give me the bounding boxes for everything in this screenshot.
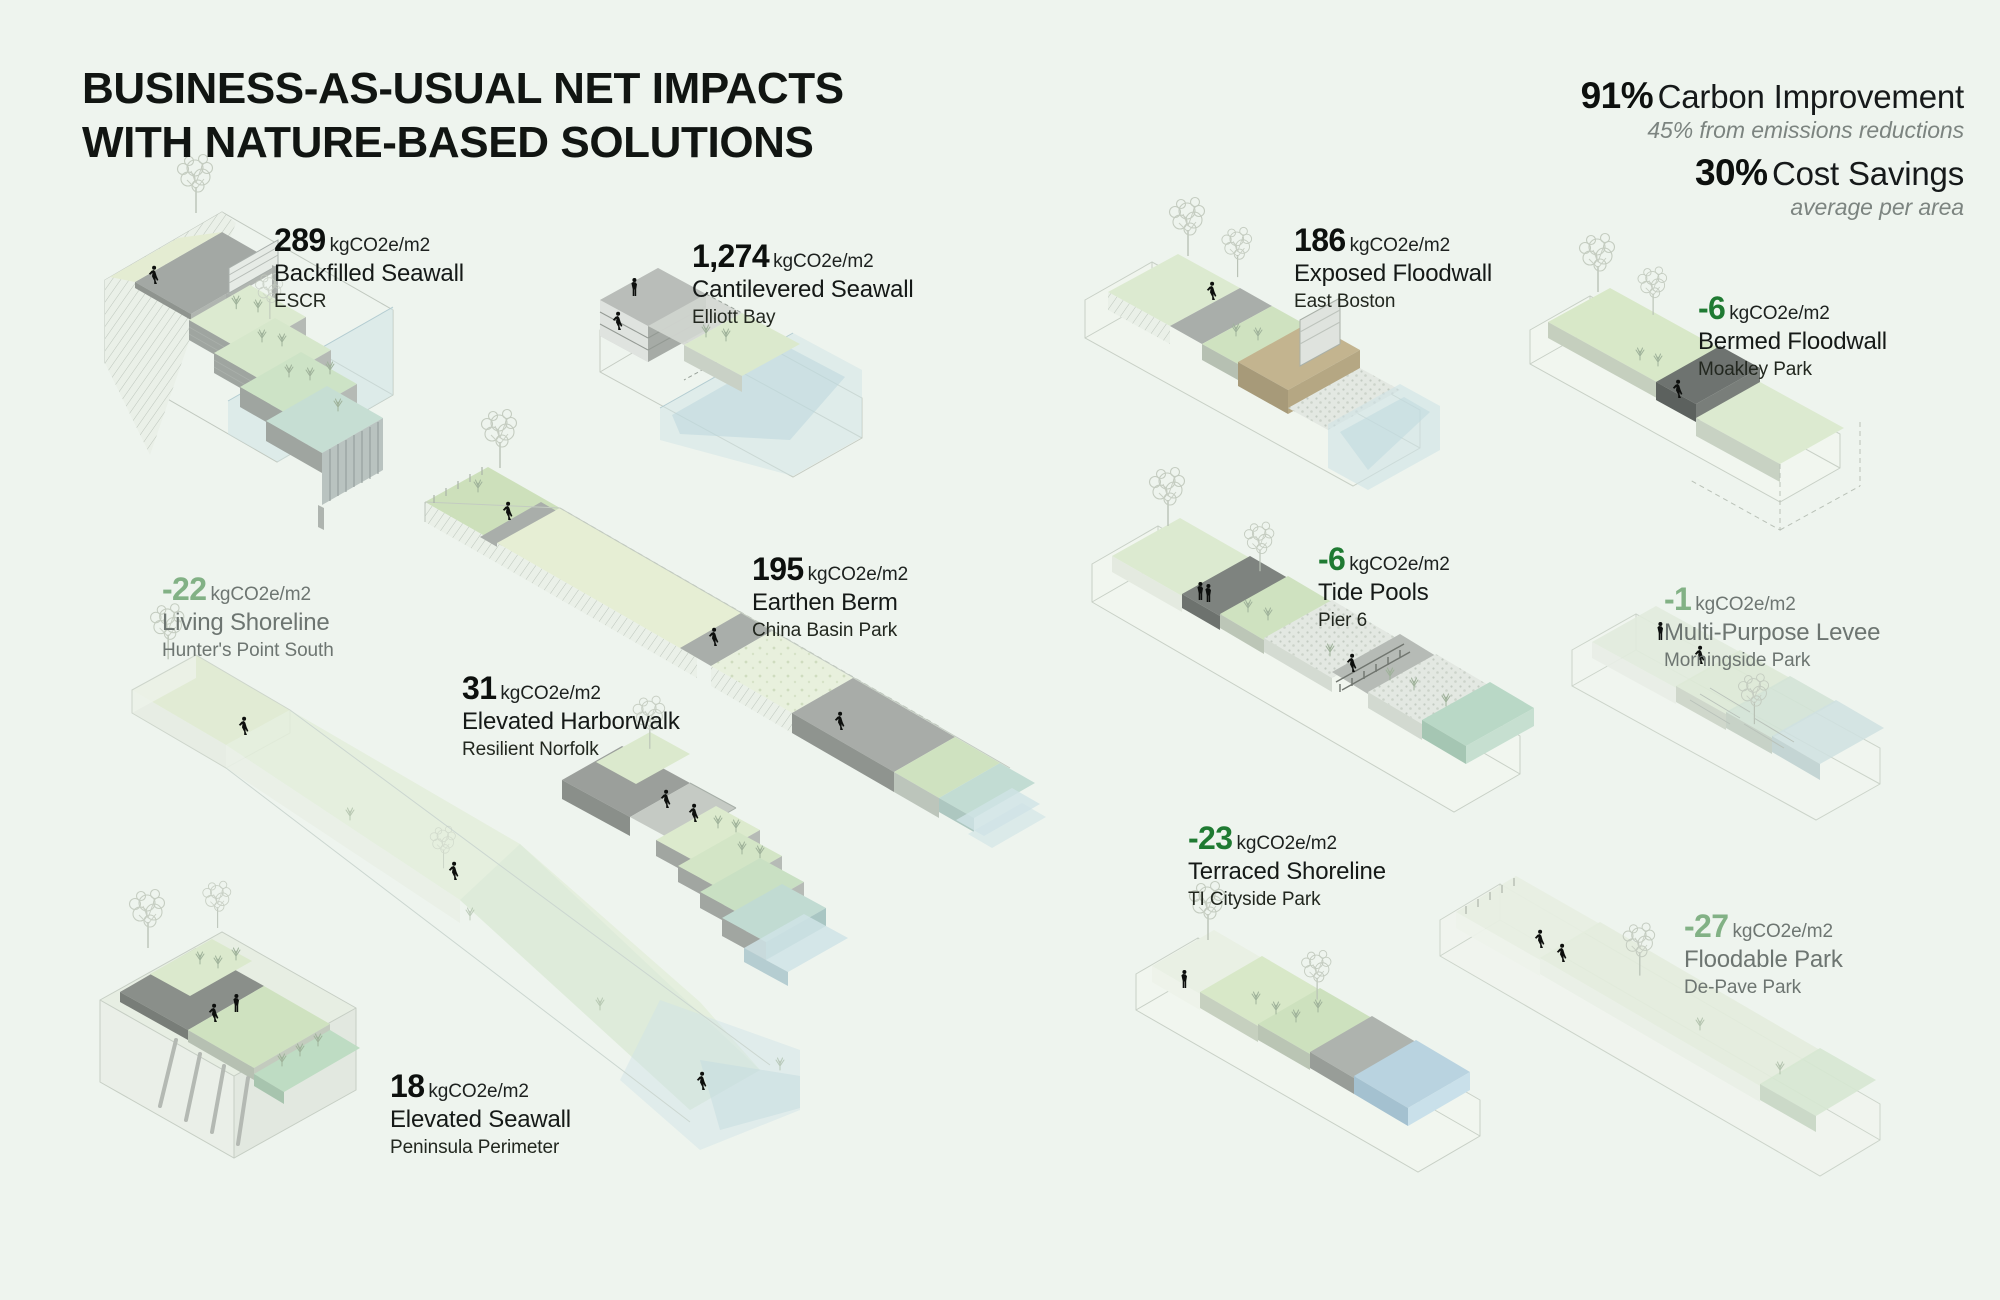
label-value: 31	[462, 670, 497, 706]
illustration-elevated-harborwalk	[562, 695, 848, 986]
stat-cost-value: 30%	[1694, 151, 1768, 193]
label-name: Bermed Floodwall	[1698, 328, 1887, 355]
label-value: 195	[752, 551, 804, 587]
label-location: China Basin Park	[752, 620, 898, 641]
label-unit: kgCO2e/m2	[807, 564, 909, 585]
stat-carbon-sub: 45% from emissions reductions	[1647, 116, 1964, 143]
illustration-elevated-seawall	[99, 880, 360, 1159]
illustration-exposed-floodwall	[1084, 196, 1440, 490]
label-name: Living Shoreline	[162, 609, 330, 636]
label-location: Moakley Park	[1698, 359, 1812, 380]
stat-cost-sub: average per area	[1790, 193, 1964, 220]
label-unit: kgCO2e/m2	[210, 584, 311, 605]
label-name: Elevated Harborwalk	[462, 708, 680, 735]
illustration-backfilled-seawall	[104, 153, 394, 530]
label-unit: kgCO2e/m2	[500, 683, 601, 704]
label-name: Cantilevered Seawall	[692, 276, 914, 303]
label-location: TI Cityside Park	[1188, 889, 1321, 910]
label-value: 18	[390, 1068, 425, 1104]
label-name: Exposed Floodwall	[1294, 260, 1493, 287]
illustration-earthen-berm	[424, 408, 1046, 848]
label-name: Tide Pools	[1318, 579, 1429, 606]
label-unit: kgCO2e/m2	[1729, 303, 1830, 324]
label-location: Elliott Bay	[692, 307, 776, 328]
label-unit: kgCO2e/m2	[1349, 235, 1451, 256]
label-location: Pier 6	[1318, 610, 1368, 631]
illustration-multipurpose-levee	[1571, 606, 1884, 821]
label-unit: kgCO2e/m2	[428, 1081, 529, 1102]
label-unit: kgCO2e/m2	[1236, 833, 1337, 854]
label-name: Earthen Berm	[752, 589, 898, 616]
label-unit: kgCO2e/m2	[329, 235, 431, 256]
label-name: Elevated Seawall	[390, 1106, 571, 1133]
label-value: -22	[162, 571, 207, 607]
label-location: De-Pave Park	[1684, 977, 1802, 998]
label-value: -6	[1318, 541, 1346, 577]
label-unit: kgCO2e/m2	[1695, 594, 1796, 615]
label-name: Floodable Park	[1684, 946, 1843, 973]
label-value: 1,274	[692, 238, 770, 274]
label-location: Hunter's Point South	[162, 640, 334, 661]
label-unit: kgCO2e/m2	[1349, 554, 1450, 575]
illustration-terraced-shoreline	[1135, 880, 1481, 1173]
page-title-line-1: BUSINESS-AS-USUAL NET IMPACTS	[82, 64, 844, 113]
stat-carbon-label: Carbon Improvement	[1657, 78, 1965, 115]
label-value: -6	[1698, 290, 1726, 326]
illustration-floodable-park	[1439, 876, 1881, 1177]
stat-cost-savings: 30% Cost Savings	[1581, 151, 1964, 193]
label-unit: kgCO2e/m2	[1732, 921, 1833, 942]
label-location: Resilient Norfolk	[462, 739, 599, 760]
page-title-line-2: WITH NATURE-BASED SOLUTIONS	[82, 117, 814, 167]
label-value: -23	[1188, 820, 1233, 856]
stat-carbon-improvement: 91% Carbon Improvement	[1580, 75, 1965, 116]
label-name: Backfilled Seawall	[274, 260, 464, 287]
summary-stats: 91% Carbon Improvement 45% from emission…	[1580, 75, 1965, 230]
label-location: ESCR	[274, 291, 327, 312]
label-location: Peninsula Perimeter	[390, 1137, 560, 1158]
label-name: Terraced Shoreline	[1188, 858, 1386, 885]
illustration-bermed-floodwall	[1529, 232, 1861, 531]
stat-cost-label: Cost Savings	[1771, 154, 1964, 192]
label-location: East Boston	[1294, 291, 1396, 312]
illustration-living-shoreline	[131, 603, 800, 1150]
illustration-tide-pools	[1091, 466, 1534, 813]
label-value: 289	[274, 222, 326, 258]
illustration-cantilevered-seawall	[599, 268, 863, 478]
label-location: Morningside Park	[1664, 650, 1811, 671]
label-value: -27	[1684, 908, 1729, 944]
label-value: 186	[1294, 222, 1346, 258]
label-unit: kgCO2e/m2	[773, 251, 874, 272]
label-name: Multi-Purpose Levee	[1664, 619, 1881, 646]
stat-carbon-value: 91%	[1580, 75, 1654, 116]
label-value: -1	[1664, 581, 1692, 617]
